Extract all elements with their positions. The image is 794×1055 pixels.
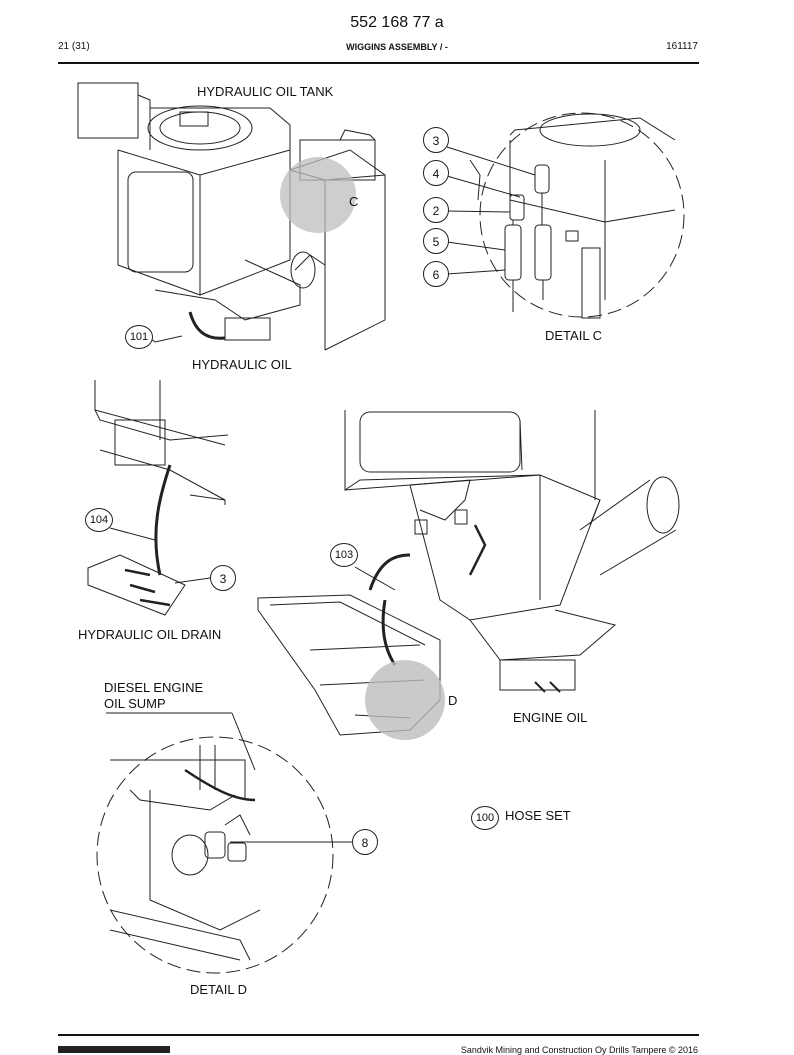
diesel-engine-label-line2: OIL SUMP <box>104 696 166 711</box>
callout-3-drain: 3 <box>210 565 236 591</box>
sandvik-logo <box>58 1046 170 1053</box>
hydraulic-oil-drain-label: HYDRAULIC OIL DRAIN <box>78 627 222 642</box>
header-rule <box>58 62 699 64</box>
detail-c-marker: C <box>349 194 359 209</box>
document-number: 552 168 77 a <box>350 14 444 31</box>
detail-c-drawing <box>446 112 685 319</box>
engine-oil-label: ENGINE OIL <box>513 710 588 725</box>
callout-104: 104 <box>85 508 113 532</box>
callout-101: 101 <box>125 325 153 349</box>
callout-6: 6 <box>423 261 449 287</box>
callout-8: 8 <box>352 829 378 855</box>
hydraulic-oil-label: HYDRAULIC OIL <box>192 357 292 372</box>
diesel-engine-label-line1: DIESEL ENGINE <box>104 680 204 695</box>
assembly-title: WIGGINS ASSEMBLY / - <box>346 42 448 52</box>
detail-c-label: DETAIL C <box>545 328 603 343</box>
detail-c-highlight <box>280 157 356 233</box>
callout-103: 103 <box>330 543 358 567</box>
detail-d-marker: D <box>448 693 458 708</box>
callout-100: 100 <box>471 806 499 830</box>
detail-d-label: DETAIL D <box>190 982 248 997</box>
page-number: 21 (31) <box>58 41 90 52</box>
footer-rule <box>58 1034 699 1036</box>
callout-4: 4 <box>423 160 449 186</box>
detail-d-highlight <box>365 660 445 740</box>
engine-oil-drawing <box>344 410 680 693</box>
footer-copyright: Sandvik Mining and Construction Oy Drill… <box>460 1045 698 1055</box>
detail-d-drawing <box>96 736 352 974</box>
callout-5: 5 <box>423 228 449 254</box>
callout-3: 3 <box>423 127 449 153</box>
revision-date: 161117 <box>666 41 698 52</box>
oil-sump-drawing <box>257 553 441 736</box>
callout-2: 2 <box>423 197 449 223</box>
hydraulic-tank-drawing <box>77 82 386 351</box>
hydraulic-oil-tank-label: HYDRAULIC OIL TANK <box>197 84 334 99</box>
hydraulic-oil-drain-drawing <box>87 380 229 616</box>
hose-set-label: HOSE SET <box>505 808 571 823</box>
